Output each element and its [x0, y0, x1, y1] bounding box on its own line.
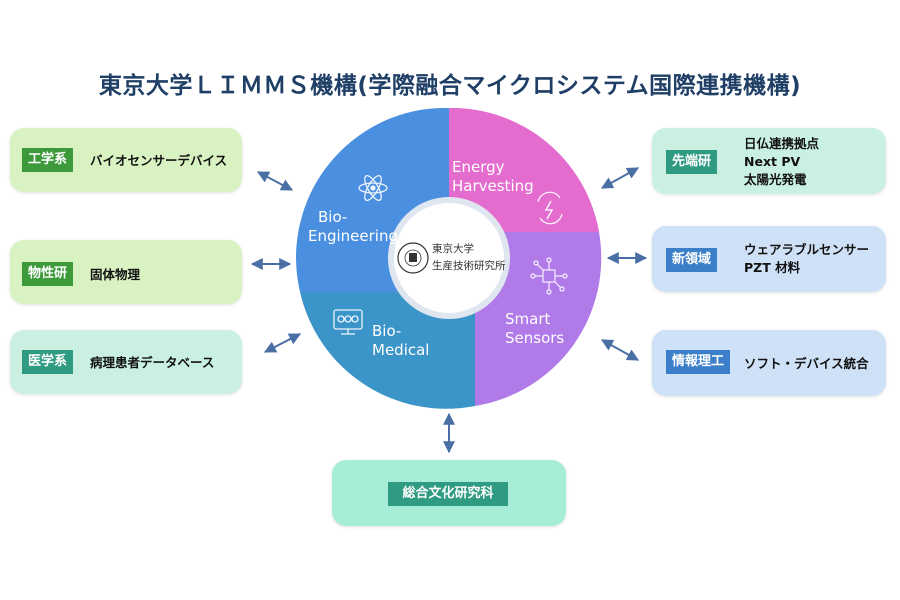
right-box-frontier-desc-1: ウェアラブルセンサー: [744, 242, 870, 257]
right-box-rcast-tag: 先端研: [666, 150, 718, 174]
energy-label-2: Harvesting: [452, 177, 534, 195]
atom-icon: [358, 174, 388, 202]
energy-cycle-icon: [537, 191, 563, 225]
bioeng-label-1: Bio-: [318, 208, 347, 226]
arrow-left-3: [263, 333, 302, 353]
left-box-medicine-desc: 病理患者データベース: [90, 355, 215, 370]
seal-center-mark: [409, 253, 417, 262]
right-box-frontier-tag: 新領域: [666, 248, 718, 272]
smart-label-1: Smart: [505, 310, 550, 328]
left-box-issp-tag: 物性研: [22, 262, 74, 286]
biomedical-label-1: Bio-: [372, 322, 401, 340]
left-box-issp-desc: 固体物理: [90, 267, 141, 282]
right-box-rcast-desc-1: 日仏連携拠点: [744, 136, 820, 151]
arrow-right-1: [600, 167, 640, 189]
right-box-rcast-desc-3: 太陽光発電: [744, 172, 807, 187]
arrow-left-1: [256, 171, 294, 191]
left-box-engineering-desc: バイオセンサーデバイス: [90, 153, 228, 168]
energy-label-1: Energy: [452, 158, 505, 176]
right-box-rcast-desc-2: Next PV: [744, 154, 801, 169]
quadrant-energy-extra: [449, 107, 599, 232]
center-logo-bg: [388, 197, 510, 319]
bottom-box-label: 総合文化研究科: [388, 482, 508, 506]
bioeng-label-2: Engineering: [308, 227, 398, 245]
seal-inner-ring: [404, 249, 422, 267]
biomedical-label-2: Medical: [372, 341, 429, 359]
right-box-frontier-desc-2: PZT 材料: [744, 260, 801, 275]
right-box-ist-tag: 情報理工: [666, 350, 731, 374]
right-box-ist-desc: ソフト・デバイス統合: [744, 356, 869, 371]
medical-monitor-icon: [333, 309, 363, 335]
left-box-medicine-tag: 医学系: [22, 350, 74, 374]
smart-label-2: Sensors: [505, 329, 564, 347]
center-logo-line1: 東京大学: [432, 242, 474, 255]
page-title: 東京大学ＬＩＭＭＳ機構(学際融合マイクロシステム国際連携機構): [98, 73, 802, 99]
network-chip-icon: [530, 257, 568, 295]
quadrant-bio-engineering: [296, 110, 420, 292]
center-logo-line2: 生産技術研究所: [432, 259, 506, 272]
arrow-right-3: [600, 339, 640, 361]
left-box-engineering-tag: 工学系: [22, 148, 74, 172]
